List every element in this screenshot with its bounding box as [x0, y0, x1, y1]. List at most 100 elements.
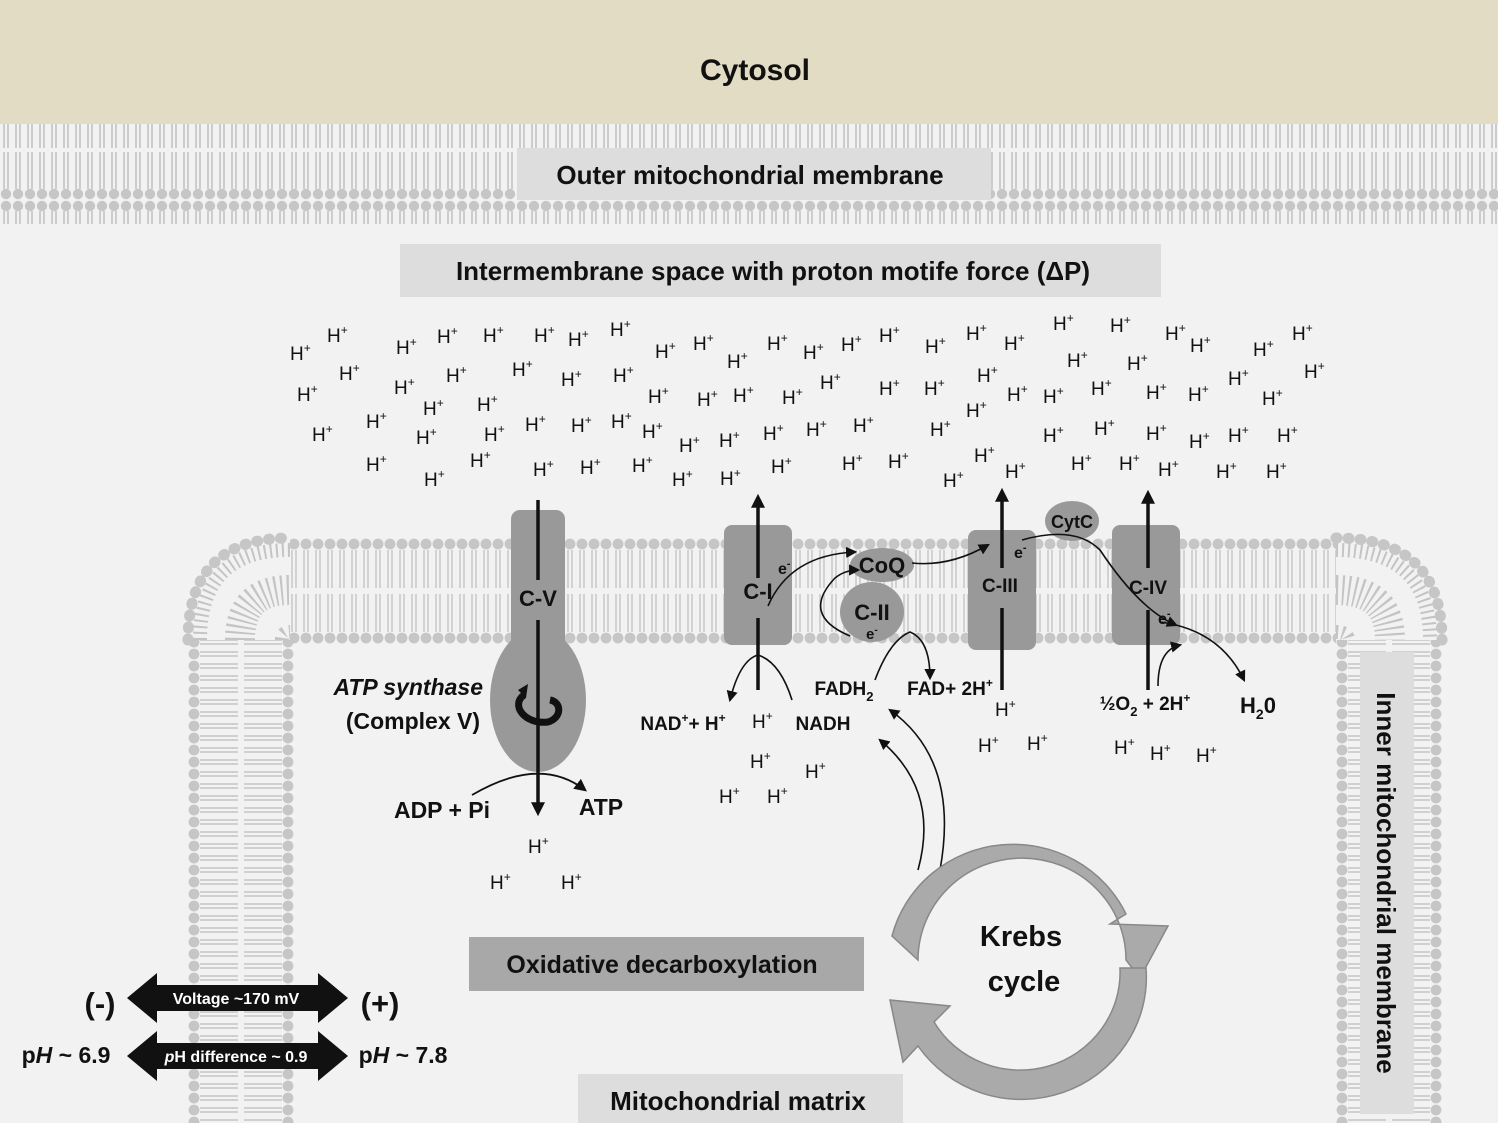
proton-label: H+ [750, 749, 771, 773]
proton-label: H+ [1158, 457, 1179, 481]
complex-ii-electron: e- [866, 625, 878, 643]
proton-label: H+ [820, 370, 841, 394]
voltage-double-arrow [127, 973, 348, 1023]
proton-label: H+ [525, 412, 546, 436]
protons-group: H+H+H+H+H+H+H+H+H+H+H+H+H+H+H+H+H+H+H+H+… [290, 311, 1325, 894]
proton-label: H+ [484, 422, 505, 446]
proton-label: H+ [978, 733, 999, 757]
proton-label: H+ [642, 419, 663, 443]
proton-label: H+ [1114, 735, 1135, 759]
proton-label: H+ [782, 385, 803, 409]
krebs-to-nadh-arrow [878, 738, 925, 871]
inner-membrane-label-box [1360, 652, 1414, 1114]
proton-label: H+ [483, 323, 504, 347]
proton-label: H+ [805, 759, 826, 783]
proton-label: H+ [648, 384, 669, 408]
inner-membrane-corner-right [1330, 532, 1448, 646]
oxidative-label-box [469, 937, 864, 991]
inner-membrane-label: Inner mitochondrial membrane [1371, 692, 1401, 1073]
nadh-to-nad-arrow [726, 654, 759, 703]
proton-label: H+ [719, 784, 740, 808]
proton-label: H+ [966, 321, 987, 345]
proton-label: H+ [613, 363, 634, 387]
proton-label: H+ [470, 448, 491, 472]
proton-label: H+ [1005, 459, 1026, 483]
oxidative-label: Oxidative decarboxylation [506, 951, 817, 979]
proton-label: H+ [763, 421, 784, 445]
proton-label: H+ [561, 367, 582, 391]
proton-label: H+ [1091, 376, 1112, 400]
matrix-label-box [578, 1074, 903, 1123]
krebs-cycle: Krebs cycle [889, 843, 1170, 1101]
proton-label: H+ [424, 467, 445, 491]
proton-label: H+ [1188, 382, 1209, 406]
coq-body [850, 548, 914, 582]
proton-label: H+ [1253, 337, 1274, 361]
proton-label: H+ [611, 409, 632, 433]
complex-iii: C-III e- [968, 487, 1036, 690]
minus-label: (-) [85, 986, 116, 1021]
proton-label: H+ [655, 339, 676, 363]
proton-label: H+ [943, 468, 964, 492]
proton-label: H+ [1277, 423, 1298, 447]
proton-label: H+ [1304, 359, 1325, 383]
ph-gradient: pH difference ~ 0.9 pH ~ 6.9 pH ~ 7.8 [22, 1031, 448, 1081]
proton-label: H+ [803, 340, 824, 364]
ph-double-arrow [127, 1031, 348, 1081]
proton-label: H+ [767, 784, 788, 808]
krebs-label-1: Krebs [980, 921, 1062, 953]
plus-label: (+) [361, 986, 400, 1021]
proton-label: H+ [1043, 423, 1064, 447]
proton-label: H+ [1189, 429, 1210, 453]
fadh-to-coq-arrow [819, 564, 861, 637]
fadh-to-fad-arrow [874, 631, 936, 681]
proton-label: H+ [477, 392, 498, 416]
proton-label: H+ [610, 317, 631, 341]
ph-difference-label: pH difference ~ 0.9 [164, 1049, 308, 1066]
proton-label: H+ [925, 334, 946, 358]
proton-label: H+ [632, 453, 653, 477]
complex-v: C-V [490, 500, 586, 817]
proton-label: H+ [394, 375, 415, 399]
proton-label: H+ [534, 323, 555, 347]
proton-label: H+ [888, 449, 909, 473]
proton-label: H+ [752, 709, 773, 733]
proton-label: H+ [571, 413, 592, 437]
oxygen-to-civ-arrow [1157, 641, 1183, 687]
proton-label: H+ [446, 363, 467, 387]
proton-label: H+ [1190, 333, 1211, 357]
proton-label: H+ [339, 361, 360, 385]
krebs-arrow-top [891, 843, 1170, 980]
proton-label: H+ [727, 349, 748, 373]
atp-synthase-label: ATP synthase [332, 674, 483, 700]
proton-label: H+ [853, 413, 874, 437]
intermembrane-label-box [400, 244, 1161, 297]
complex-i: C-I e- [724, 493, 792, 690]
complex-ii: C-II e- [840, 582, 904, 643]
nad-label: NAD++ H+ [640, 711, 725, 735]
proton-label: H+ [1292, 321, 1313, 345]
atp-label: ATP [579, 794, 623, 820]
proton-label: H+ [1053, 311, 1074, 335]
proton-label: H+ [966, 398, 987, 422]
proton-label: H+ [767, 331, 788, 355]
adp-to-atp-arrow [471, 772, 587, 796]
cytosol-label: Cytosol [700, 54, 810, 87]
rotation-icon [515, 692, 563, 726]
complex-iv: C-IV e- [1112, 489, 1180, 690]
water-label: H20 [1240, 693, 1276, 722]
krebs-arrow-bottom [889, 967, 1148, 1101]
proton-label: H+ [842, 451, 863, 475]
cytc-body [1045, 501, 1099, 541]
krebs-label-2: cycle [988, 966, 1061, 998]
proton-label: H+ [974, 443, 995, 467]
proton-label: H+ [1043, 384, 1064, 408]
proton-label: H+ [1004, 331, 1025, 355]
proton-label: H+ [841, 332, 862, 356]
complex-ii-body [840, 582, 904, 642]
proton-label: H+ [327, 323, 348, 347]
coq-to-ciii-arrow [911, 543, 990, 565]
proton-label: H+ [1007, 382, 1028, 406]
